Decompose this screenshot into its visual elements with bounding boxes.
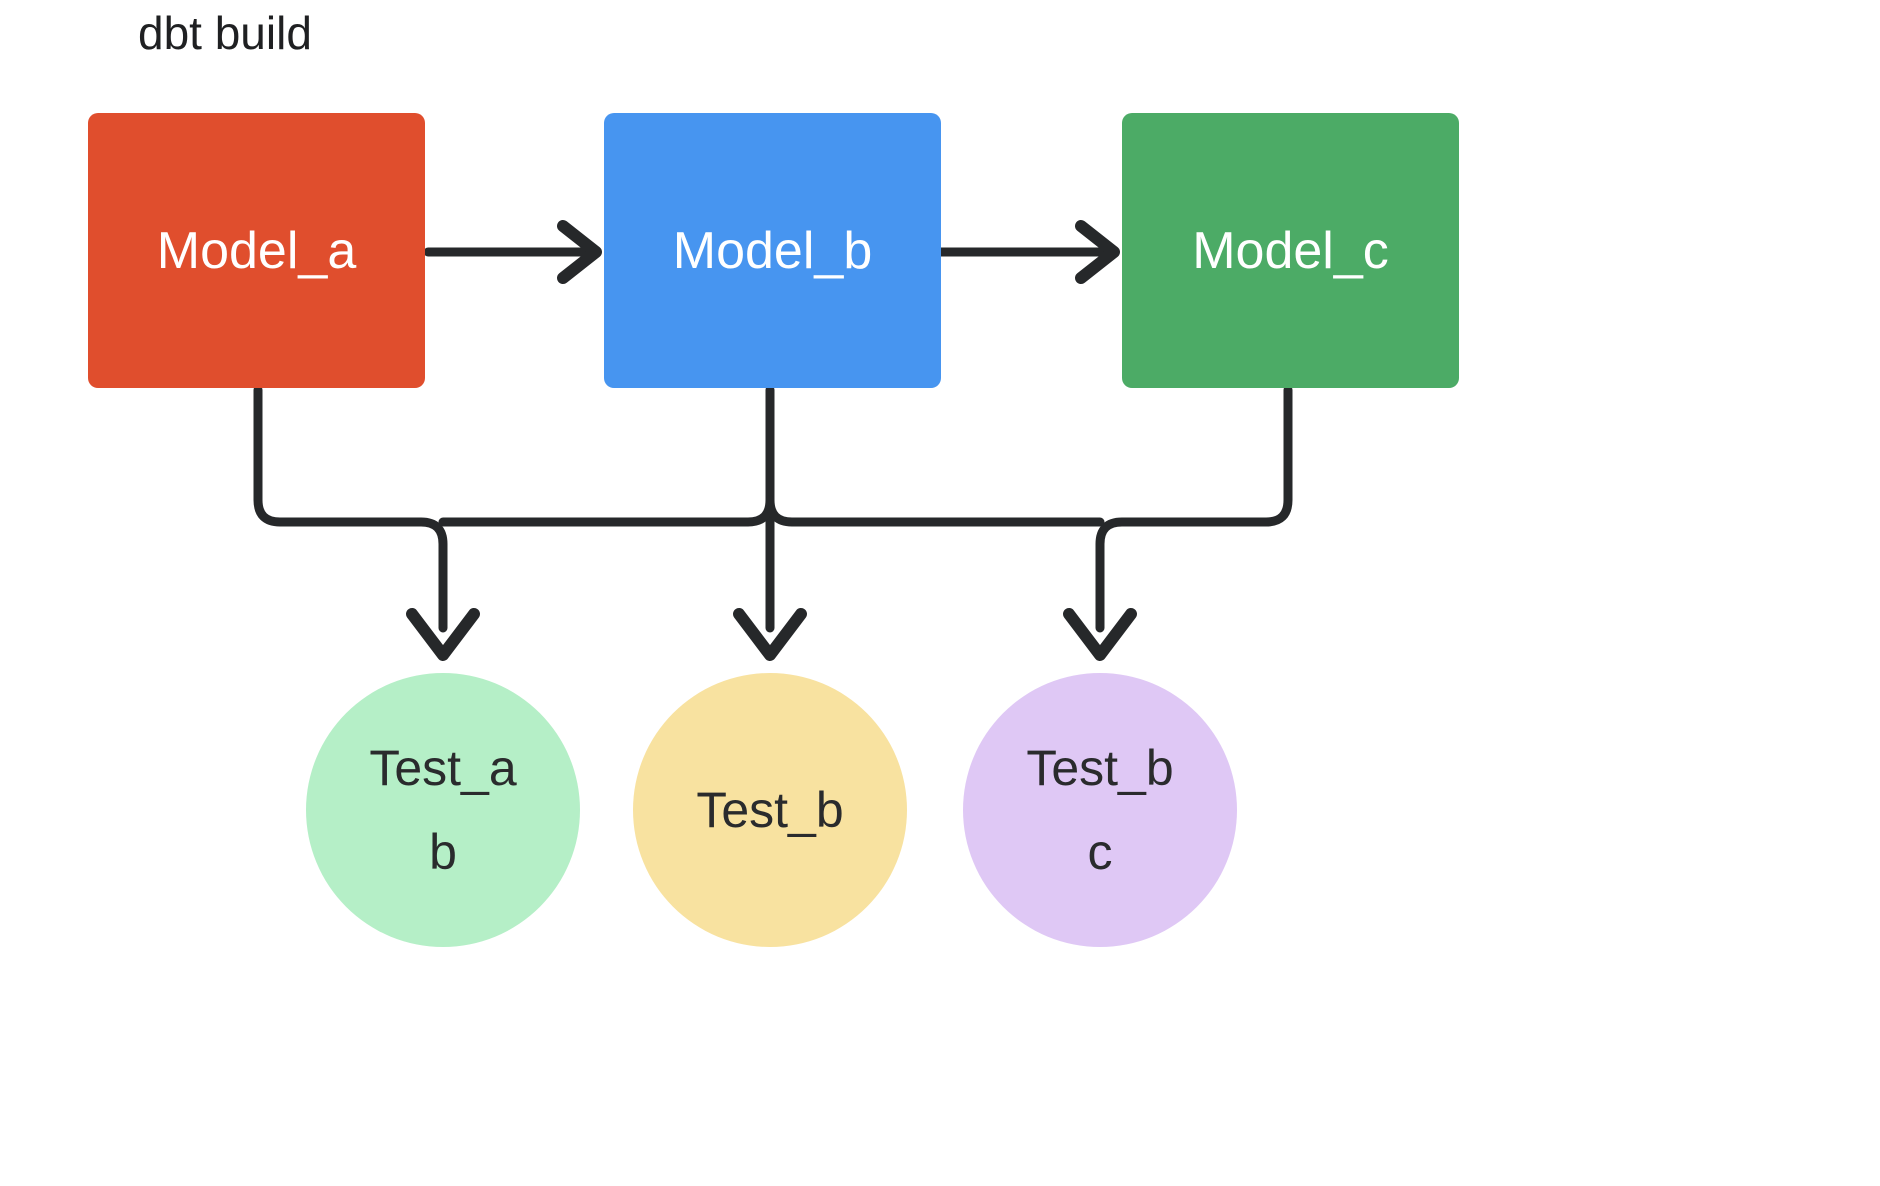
node-model-a-label: Model_a	[156, 221, 357, 280]
edge-model-a-to-model-b	[423, 220, 602, 284]
edge-model-a-to-test-ab	[253, 385, 480, 661]
edge-model-b-to-model-c	[935, 220, 1120, 284]
diagram-title: dbt build	[138, 7, 312, 59]
node-model-c-label: Model_c	[1192, 221, 1389, 280]
node-model-b-label: Model_b	[672, 221, 873, 280]
edge-bus-line	[438, 495, 1105, 527]
node-test-b[interactable]: Test_b	[633, 673, 907, 947]
node-test-bc-label: Test_bc	[1026, 740, 1174, 880]
node-test-b-label: Test_b	[696, 782, 844, 838]
node-test-ab-label: Test_ab	[369, 740, 517, 880]
node-test-bc[interactable]: Test_bc	[963, 673, 1237, 947]
node-model-c[interactable]: Model_c	[1122, 113, 1459, 388]
node-model-b[interactable]: Model_b	[604, 113, 941, 388]
edge-model-c-to-test-bc	[1063, 385, 1293, 661]
node-model-a[interactable]: Model_a	[88, 113, 425, 388]
node-test-ab[interactable]: Test_ab	[306, 673, 580, 947]
